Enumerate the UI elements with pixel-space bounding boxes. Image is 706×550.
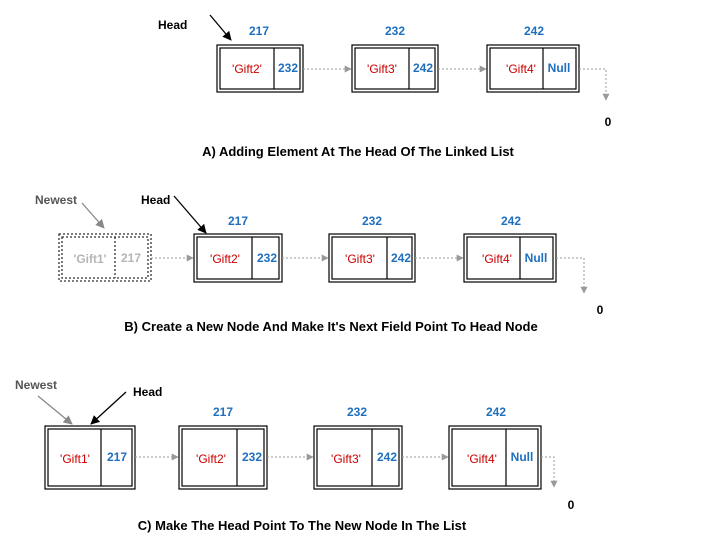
node-gift2: 217 'Gift2' 232 [178, 405, 268, 490]
node-value: 'Gift4' [482, 252, 512, 266]
newest-label: Newest [15, 378, 57, 392]
zero-label: 0 [597, 303, 604, 317]
head-pointer-arrow [173, 195, 207, 234]
node-gift1: 'Gift1' 217 [44, 425, 136, 490]
caption-c: C) Make The Head Point To The New Node I… [138, 518, 467, 533]
node-next: 217 [121, 251, 141, 265]
node-address: 217 [213, 405, 233, 419]
node-gift1-new: 'Gift1' 217 [58, 233, 152, 282]
head-label: Head [133, 385, 162, 399]
newest-label: Newest [35, 193, 77, 207]
head-pointer-arrow [209, 14, 232, 41]
node-value: 'Gift2' [196, 452, 226, 466]
node-next: 232 [242, 450, 262, 464]
caption-b: B) Create a New Node And Make It's Next … [124, 319, 537, 334]
section-a: Head 217 'Gift2' 232 232 'Gift3' 242 242 [158, 14, 612, 159]
node-next: 242 [377, 450, 397, 464]
head-pointer-arrow [90, 391, 127, 425]
node-gift4: 242 'Gift4' Null [463, 214, 557, 283]
node-value: 'Gift4' [506, 62, 536, 76]
node-address: 242 [501, 214, 521, 228]
node-address: 232 [385, 24, 405, 38]
node-value: 'Gift3' [331, 452, 361, 466]
node-value: 'Gift3' [345, 252, 375, 266]
newest-pointer-arrow [81, 202, 105, 229]
node-address: 217 [249, 24, 269, 38]
section-b: Newest Head 'Gift1' 217 217 'Gift2' 232 … [35, 193, 604, 334]
node-value: 'Gift1' [60, 452, 90, 466]
section-c: Newest Head 'Gift1' 217 217 'Gift2' 232 … [15, 378, 575, 533]
null-connector [579, 68, 610, 101]
node-next: 242 [391, 251, 411, 265]
node-gift3: 232 'Gift3' 242 [313, 405, 403, 490]
node-gift3: 232 'Gift3' 242 [351, 24, 439, 93]
node-address: 242 [524, 24, 544, 38]
null-pointer: Null [525, 251, 548, 265]
zero-label: 0 [568, 498, 575, 512]
newest-pointer-arrow [37, 395, 73, 425]
null-connector [556, 257, 588, 294]
node-address: 232 [362, 214, 382, 228]
node-next: 217 [107, 450, 127, 464]
node-address: 242 [486, 405, 506, 419]
null-pointer: Null [548, 61, 571, 75]
caption-a: A) Adding Element At The Head Of The Lin… [202, 144, 514, 159]
node-gift3: 232 'Gift3' 242 [328, 214, 416, 283]
node-gift4: 242 'Gift4' Null [486, 24, 580, 93]
head-label: Head [158, 18, 187, 32]
node-value: 'Gift2' [210, 252, 240, 266]
node-value: 'Gift3' [367, 62, 397, 76]
node-address: 232 [347, 405, 367, 419]
node-address: 217 [228, 214, 248, 228]
node-value: 'Gift4' [467, 452, 497, 466]
node-gift2: 217 'Gift2' 232 [193, 214, 283, 283]
head-label: Head [141, 193, 170, 207]
node-next: 232 [278, 61, 298, 75]
null-connector [541, 456, 558, 488]
null-pointer: Null [511, 450, 534, 464]
node-gift2: 217 'Gift2' 232 [216, 24, 304, 93]
node-next: 232 [257, 251, 277, 265]
zero-label: 0 [605, 115, 612, 129]
node-value: 'Gift2' [232, 62, 262, 76]
node-gift4: 242 'Gift4' Null [448, 405, 542, 490]
node-value: 'Gift1' [73, 252, 106, 266]
node-next: 242 [413, 61, 433, 75]
